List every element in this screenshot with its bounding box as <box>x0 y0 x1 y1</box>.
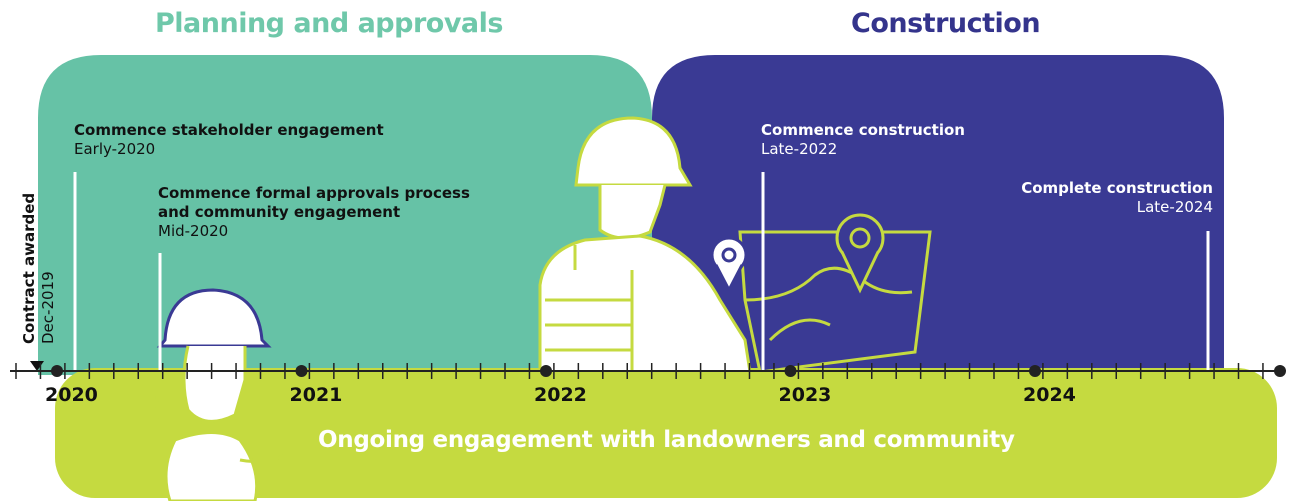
year-label: 2021 <box>289 384 343 406</box>
year-label: 2023 <box>778 384 832 406</box>
female-worker-hardhat-icon <box>155 288 286 501</box>
construction-end-milestone-date: Late-2024 <box>1136 198 1213 216</box>
construction-start-milestone-date: Late-2022 <box>761 140 838 158</box>
axis-end-dot <box>1274 365 1286 377</box>
axis-ticks <box>15 363 1264 379</box>
approvals-milestone-title-line1: Commence formal approvals process <box>158 184 470 202</box>
year-marker-dot <box>540 365 552 377</box>
construction-end-milestone: Complete construction Late-2024 <box>1021 179 1213 217</box>
construction-start-milestone: Commence construction Late-2022 <box>761 121 965 159</box>
engagement-banner-text: Ongoing engagement with landowners and c… <box>318 427 1015 453</box>
stakeholder-milestone-date: Early-2020 <box>74 140 156 158</box>
approvals-milestone: Commence formal approvals process and co… <box>158 184 470 241</box>
planning-phase-title: Planning and approvals <box>155 8 503 39</box>
approvals-milestone-title-line2: and community engagement <box>158 203 401 221</box>
year-label: 2022 <box>534 384 587 406</box>
year-marker-dot <box>295 365 308 377</box>
stakeholder-milestone: Commence stakeholder engagement Early-20… <box>74 121 384 159</box>
stakeholder-milestone-title: Commence stakeholder engagement <box>74 121 384 139</box>
year-label: 2024 <box>1023 384 1076 406</box>
engagement-band <box>55 368 1277 498</box>
construction-start-milestone-title: Commence construction <box>761 121 965 139</box>
year-marker-dot <box>784 365 797 377</box>
map-with-pins-icon <box>710 213 932 374</box>
construction-end-milestone-title: Complete construction <box>1021 179 1213 197</box>
male-worker-hardhat-icon <box>538 116 752 374</box>
year-marker-dot <box>1029 365 1041 377</box>
approvals-milestone-date: Mid-2020 <box>158 222 229 240</box>
year-marker-dot <box>51 365 63 377</box>
year-markers <box>51 365 1041 377</box>
year-label: 2020 <box>45 384 98 406</box>
construction-phase-title: Construction <box>851 8 1041 39</box>
